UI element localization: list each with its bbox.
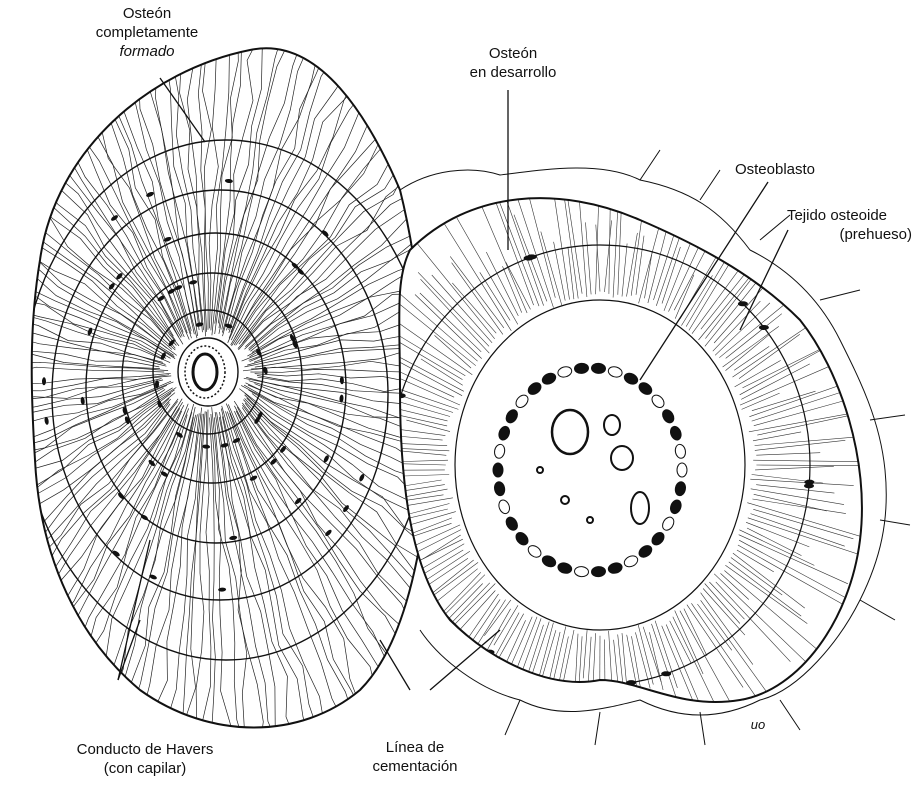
- label-osteoid-line1: Tejido osteoide: [762, 206, 912, 225]
- label-osteoid: Tejido osteoide (prehueso): [762, 206, 912, 244]
- artist-signature: uo: [738, 715, 778, 734]
- havers-canal-right: [552, 410, 588, 454]
- label-osteon-developing: Osteón en desarrollo: [448, 44, 578, 82]
- label-osteon-formed-line2: completamente: [62, 23, 232, 42]
- label-havers: Conducto de Havers (con capilar): [50, 740, 240, 778]
- havers-canal-left: [193, 354, 217, 390]
- label-osteoblast: Osteoblasto: [715, 160, 835, 179]
- label-osteon-developing-line1: Osteón: [448, 44, 578, 63]
- label-osteoid-line2: (prehueso): [762, 225, 912, 244]
- label-havers-line1: Conducto de Havers: [50, 740, 240, 759]
- label-cement-line-line1: Línea de: [355, 738, 475, 757]
- label-cement-line-line2: cementación: [355, 757, 475, 776]
- label-osteoblast-text: Osteoblasto: [715, 160, 835, 179]
- label-osteon-formed-line1: Osteón: [62, 4, 232, 23]
- label-osteon-formed: Osteón completamente formado: [62, 4, 232, 61]
- label-havers-line2: (con capilar): [50, 759, 240, 778]
- label-cement-line: Línea de cementación: [355, 738, 475, 776]
- label-osteon-formed-line3: formado: [62, 42, 232, 61]
- label-osteon-developing-line2: en desarrollo: [448, 63, 578, 82]
